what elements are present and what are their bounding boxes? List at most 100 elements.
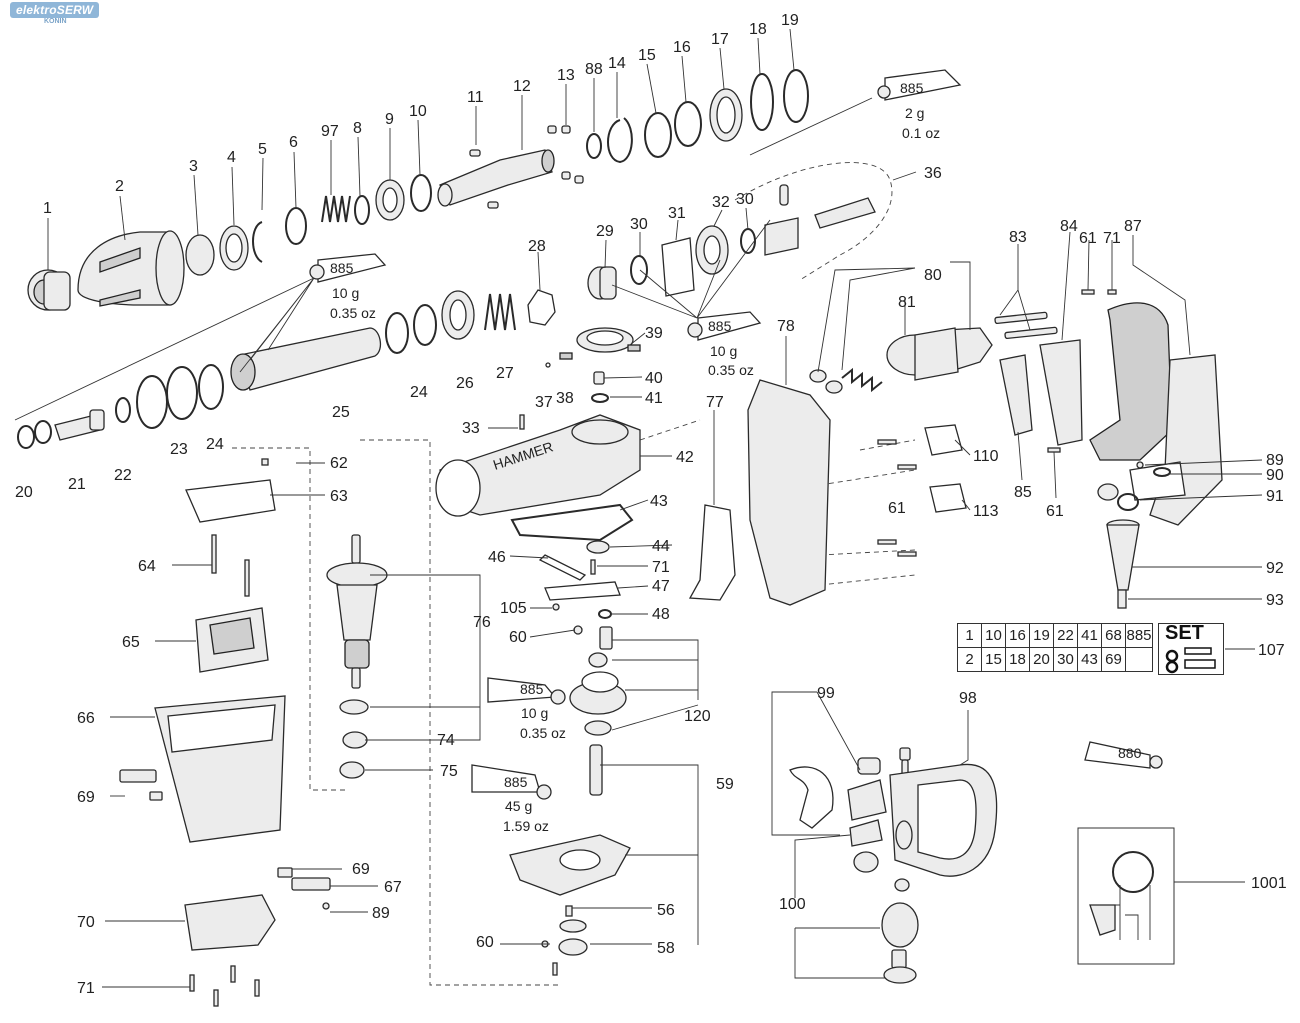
label-61c: 61 — [1046, 503, 1064, 520]
label-21: 21 — [68, 476, 86, 493]
label-97: 97 — [321, 123, 339, 140]
part-61-screw-e — [877, 539, 897, 545]
part-3-ring — [185, 234, 215, 276]
label-90: 90 — [1266, 467, 1284, 484]
grease-tube-lower: 885 10 g 0.35 oz — [487, 677, 566, 741]
part-4-collar — [219, 225, 249, 271]
grease-mid-ounces: 0.35 oz — [708, 362, 754, 378]
part-60-screw-a — [573, 625, 583, 635]
set-row-2: 2 15 18 20 30 43 69 — [957, 647, 1153, 672]
part-25-tube — [230, 327, 382, 391]
label-19: 19 — [781, 12, 799, 29]
part-64-screw-b — [244, 559, 250, 597]
label-46: 46 — [488, 549, 506, 566]
part-99-clamp — [789, 757, 887, 873]
set-cell: 10 — [981, 623, 1006, 648]
grease-tube-top: 885 2 g 0.1 oz — [877, 69, 962, 141]
label-24a: 24 — [206, 436, 224, 453]
set-parts-icon — [1165, 647, 1216, 674]
part-97-spring — [321, 195, 351, 223]
part-8-ring — [354, 195, 370, 225]
set-table: 1 10 16 19 22 41 68 885 2 15 18 20 30 43… — [957, 623, 1153, 672]
label-12: 12 — [513, 78, 531, 95]
label-77: 77 — [706, 394, 724, 411]
part-40-pin — [593, 371, 605, 385]
grease-top-weight: 2 g — [905, 105, 924, 121]
part-65-stator — [195, 607, 269, 673]
grease-left-ounces: 0.35 oz — [330, 305, 376, 321]
grease-lower-weight: 10 g — [521, 705, 548, 721]
part-64-screw-a — [211, 534, 217, 574]
label-23: 23 — [170, 441, 188, 458]
part-59-gear-cover — [509, 834, 631, 896]
part-61-screw-b — [1047, 447, 1061, 453]
label-36: 36 — [924, 165, 942, 182]
label-26: 26 — [456, 375, 474, 392]
part-6-washer — [285, 207, 307, 245]
label-71a: 71 — [652, 559, 670, 576]
label-11: 11 — [467, 89, 484, 106]
part-71-screw-e — [254, 979, 260, 997]
part-93-cable — [1117, 589, 1127, 609]
part-120-pin — [599, 626, 613, 650]
part-42-gear-housing: HAMMER — [435, 414, 641, 517]
part-1-chuck-nose — [27, 269, 71, 311]
part-110-label — [924, 424, 963, 456]
label-47: 47 — [652, 578, 670, 595]
grease-left-weight: 10 g — [332, 285, 359, 301]
part-76-washer — [339, 699, 369, 715]
label-70: 70 — [77, 914, 95, 931]
label-81: 81 — [898, 294, 916, 311]
part-9-bushing — [375, 179, 405, 221]
label-59: 59 — [716, 776, 734, 793]
part-90-clip — [1153, 467, 1171, 477]
part-120-bushing — [588, 652, 608, 668]
set-title: SET — [1165, 622, 1204, 644]
grease-lower-ounces: 0.35 oz — [520, 725, 566, 741]
part-89-screw — [322, 902, 330, 910]
label-3: 3 — [189, 158, 198, 175]
grease-mid-weight: 10 g — [710, 343, 737, 359]
label-88: 88 — [585, 61, 603, 78]
label-37: 37 — [535, 394, 553, 411]
part-58-bearing-a — [559, 919, 587, 933]
part-2-chuck-sleeve — [77, 230, 185, 307]
part-16-ring — [674, 101, 702, 147]
part-23-ring-a — [136, 375, 168, 429]
part-67-brush-holder — [291, 877, 331, 891]
part-29-cap — [587, 266, 617, 300]
label-78: 78 — [777, 318, 795, 335]
part-81-piston — [886, 327, 959, 381]
label-89a: 89 — [372, 905, 390, 922]
label-10: 10 — [409, 103, 427, 120]
label-17: 17 — [711, 31, 729, 48]
part-88-ring — [586, 133, 602, 159]
grease-top-ounces: 0.1 oz — [902, 125, 940, 141]
part-113-label — [929, 483, 967, 513]
part-1001-wiring-diagram — [1077, 827, 1175, 965]
part-91-ring-b — [1117, 493, 1139, 511]
part-59-shaft — [589, 744, 603, 796]
part-98-side-handle — [889, 747, 998, 877]
label-1: 1 — [43, 200, 52, 217]
part-33-screw — [519, 414, 525, 430]
grease-tube-bottom: 885 45 g 1.59 oz — [471, 764, 552, 834]
grease-tube-mid: 885 10 g 0.35 oz — [687, 311, 762, 378]
label-48: 48 — [652, 606, 670, 623]
part-18-ring — [750, 73, 774, 131]
set-cell: 1 — [957, 623, 982, 648]
set-row-1: 1 10 16 19 22 41 68 885 — [957, 623, 1153, 648]
part-11-pins — [469, 149, 499, 209]
label-84: 84 — [1060, 218, 1078, 235]
part-24-ring-a — [198, 364, 224, 410]
set-cell: 69 — [1101, 647, 1126, 672]
set-cell: 2 — [957, 647, 982, 672]
label-110: 110 — [973, 448, 999, 465]
part-20-ring-b — [34, 420, 52, 444]
label-100: 100 — [779, 896, 806, 913]
label-64: 64 — [138, 558, 156, 575]
part-38-spring — [559, 352, 573, 360]
label-42: 42 — [676, 449, 694, 466]
part-76-armature — [326, 534, 388, 689]
part-71-screw-f — [1107, 289, 1117, 295]
